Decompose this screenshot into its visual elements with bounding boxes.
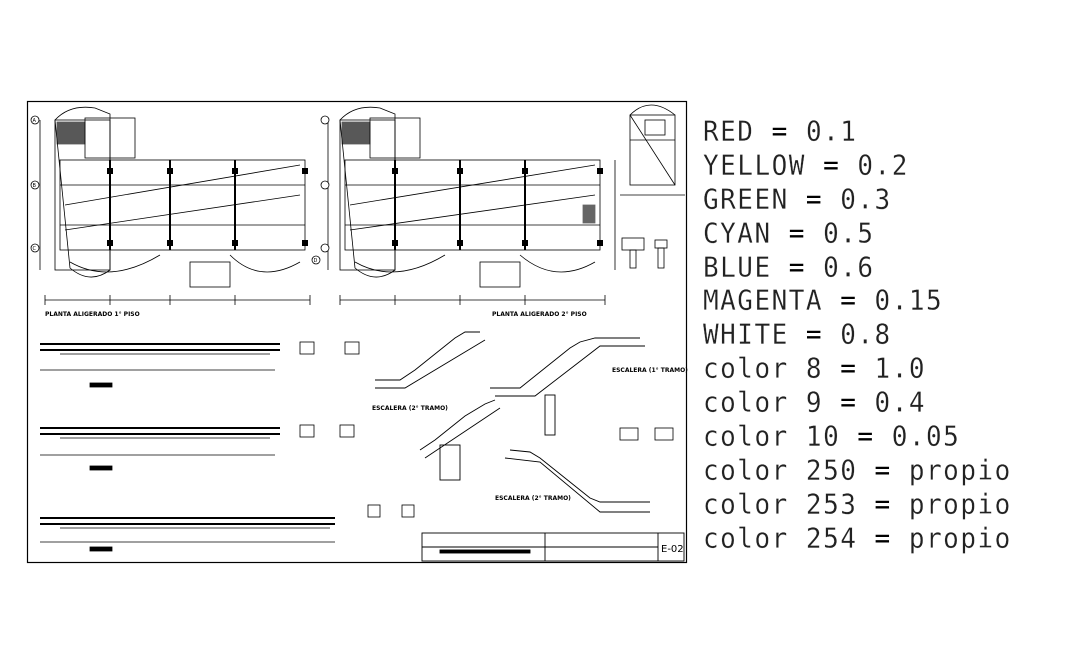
stair-core-plan xyxy=(582,104,685,224)
stair-1-title: ESCALERA (1° TRAMO) xyxy=(612,367,688,374)
legend-row-red: RED = 0.1 xyxy=(703,116,858,148)
legend-row-magenta: MAGENTA = 0.15 xyxy=(703,285,944,318)
axis-label-d: D xyxy=(314,258,318,264)
legend-row-blue: BLUE = 0.6 xyxy=(703,251,875,284)
axis-label-a: A xyxy=(33,118,37,124)
stair-3-title: ESCALERA (2° TRAMO) xyxy=(495,495,571,502)
section-details xyxy=(299,341,415,518)
legend-row-color-250: color 250 = propio xyxy=(703,455,1012,487)
grid-axis-bubbles xyxy=(30,115,330,265)
sheet-border xyxy=(26,100,688,564)
legend-row-white: WHITE = 0.8 xyxy=(703,319,892,352)
legend-row-green: GREEN = 0.3 xyxy=(703,183,892,216)
stair-2-title: ESCALERA (2° TRAMO) xyxy=(372,405,448,412)
legend-row-color-10: color 10 = 0.05 xyxy=(703,421,961,453)
plan-1-markers xyxy=(107,168,308,246)
legend-row-color-8: color 8 = 1.0 xyxy=(703,353,927,385)
beam-details xyxy=(40,343,335,552)
floor-plan-2 xyxy=(327,106,616,305)
legend-row-color-253: color 253 = propio xyxy=(703,488,1012,521)
title-block xyxy=(421,532,685,562)
legend-row-yellow: YELLOW = 0.2 xyxy=(703,150,909,182)
column-details xyxy=(619,237,674,441)
axis-label-c: C xyxy=(33,246,37,252)
floor-plan-1 xyxy=(39,106,311,305)
plan-2-markers xyxy=(392,168,603,246)
legend-row-cyan: CYAN = 0.5 xyxy=(703,217,875,250)
plan-2-title: PLANTA ALIGERADO 2° PISO xyxy=(492,311,587,318)
legend-row-color-9: color 9 = 0.4 xyxy=(703,387,927,419)
sheet-code: E-02 xyxy=(661,544,684,555)
legend-row-color-254: color 254 = propio xyxy=(703,522,1012,555)
pen-weight-legend: RED = 0.1 YELLOW = 0.2 GREEN = 0.3 CYAN … xyxy=(703,116,1059,557)
stair-sections xyxy=(375,331,650,513)
plan-1-title: PLANTA ALIGERADO 1° PISO xyxy=(45,311,140,318)
axis-label-b: B xyxy=(33,183,37,189)
